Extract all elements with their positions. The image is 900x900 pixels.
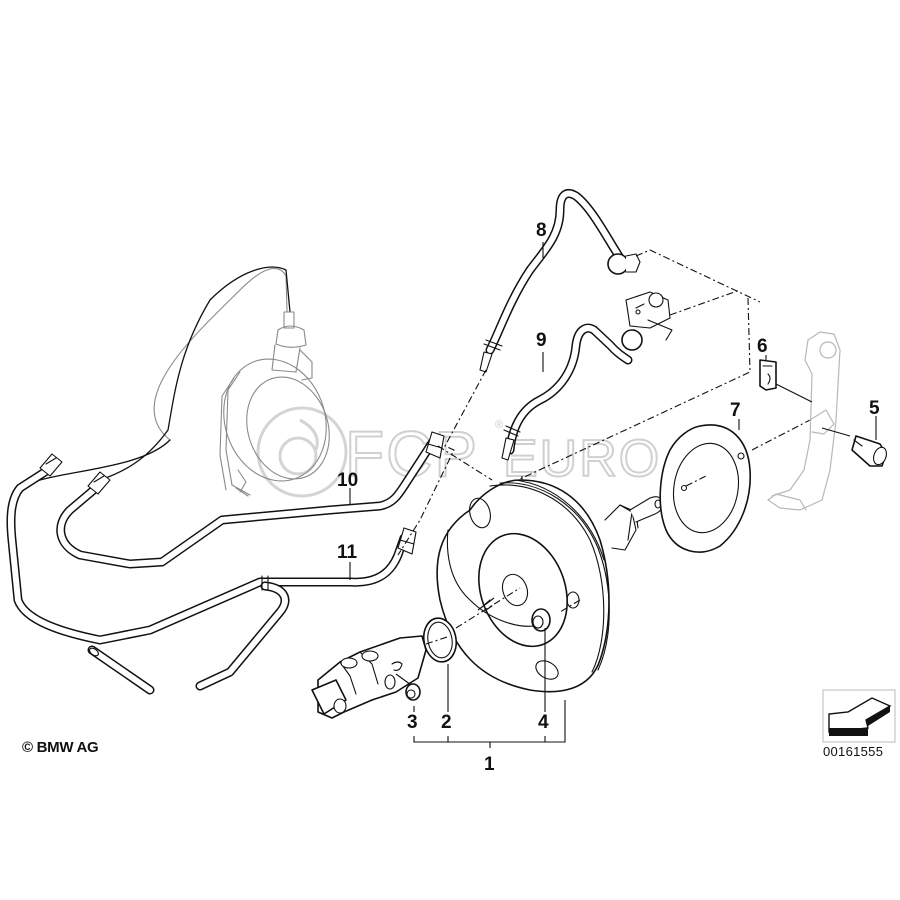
watermark-suffix: EURO <box>503 430 661 488</box>
watermark-registered: ® <box>495 419 503 431</box>
callout-8[interactable]: 8 <box>536 220 547 241</box>
front-direction-arrow-icon <box>822 689 896 743</box>
brake-pedal <box>767 331 851 511</box>
check-valve-icon <box>607 253 641 275</box>
vacuum-valve-icon <box>621 291 673 351</box>
document-number: 00161555 <box>823 744 884 759</box>
hose-fitting-icon <box>39 453 63 477</box>
callout-5[interactable]: 5 <box>869 398 880 419</box>
vacuum-pump <box>24 266 330 497</box>
vacuum-hose-8 <box>479 189 641 373</box>
callout-9[interactable]: 9 <box>536 330 547 351</box>
copyright-label: © BMW AG <box>22 739 99 756</box>
seal-3 <box>405 683 421 701</box>
clip-6 <box>759 359 777 391</box>
callout-2[interactable]: 2 <box>441 712 452 733</box>
gasket-7 <box>659 419 811 553</box>
pedal-pin-5 <box>851 435 887 467</box>
quick-connector-icon <box>425 431 445 459</box>
callout-leaders <box>349 242 877 748</box>
grommet-4 <box>531 608 551 632</box>
watermark-logo-icon <box>256 406 348 498</box>
watermark: FCP EURO ® <box>256 406 661 498</box>
vacuum-hose-9 <box>501 291 673 461</box>
callout-11[interactable]: 11 <box>337 542 358 563</box>
callout-10[interactable]: 10 <box>337 470 358 491</box>
hose-fitting-icon <box>87 471 111 495</box>
master-cylinder <box>311 635 451 719</box>
callout-1[interactable]: 1 <box>484 754 495 775</box>
callout-3[interactable]: 3 <box>407 712 418 733</box>
callout-7[interactable]: 7 <box>730 400 741 421</box>
callouts: 1 2 3 4 5 6 7 8 9 10 11 <box>337 220 880 775</box>
brake-booster <box>436 461 739 693</box>
callout-6[interactable]: 6 <box>757 336 768 357</box>
callout-4[interactable]: 4 <box>538 712 549 733</box>
vacuum-line-10 <box>56 431 445 569</box>
